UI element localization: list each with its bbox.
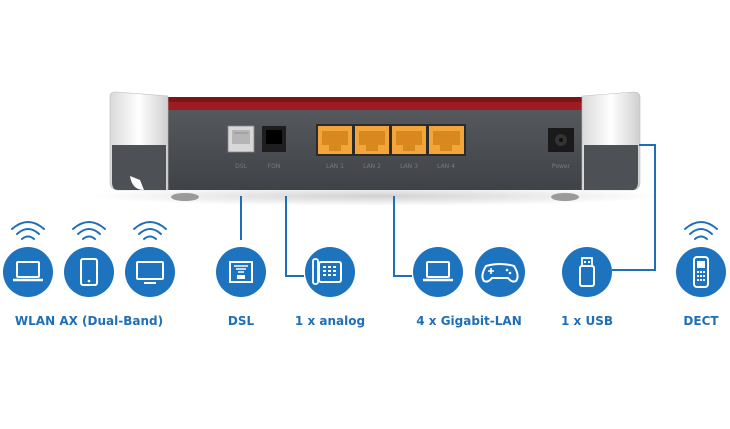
analog-line — [285, 196, 304, 277]
lan-port-4 — [429, 126, 464, 154]
laptop-icon — [3, 247, 53, 297]
dsl-port-label: DSL — [235, 163, 247, 170]
lan-port-3 — [392, 126, 426, 154]
router-red-top — [168, 100, 582, 112]
lan-ports: LAN 1 LAN 2 LAN 3 LAN 4 — [316, 124, 466, 170]
cordless-phone-icon — [676, 247, 726, 297]
phone-icon — [305, 247, 355, 297]
wifi-waves-icon — [133, 221, 167, 240]
device-icons — [3, 247, 726, 297]
lan-port-2 — [355, 126, 389, 154]
gamepad-icon — [475, 247, 525, 297]
fon-port: FON — [262, 126, 286, 170]
router-device: DSL FON — [85, 91, 665, 206]
power-port-label: Power — [552, 163, 571, 170]
router-foot — [171, 193, 199, 201]
laptop-icon — [413, 247, 463, 297]
fon-port-label: FON — [268, 163, 281, 170]
wifi-waves-icon — [72, 221, 106, 240]
usb-stick-icon — [562, 247, 612, 297]
lan2-port-label: LAN 2 — [363, 163, 381, 170]
lan-caption: 4 x Gigabit-LAN — [416, 314, 522, 328]
connection-lines — [240, 144, 656, 277]
power-port: Power — [548, 128, 574, 170]
dsl-port-icon — [216, 247, 266, 297]
analog-caption: 1 x analog — [294, 314, 366, 328]
wifi-waves-icon — [11, 221, 45, 240]
usb-line — [612, 144, 656, 271]
lan3-port-label: LAN 3 — [400, 163, 418, 170]
smartphone-icon — [64, 247, 114, 297]
router-shadow — [85, 186, 665, 206]
wireless-waves — [11, 221, 718, 240]
dsl-caption: DSL — [227, 314, 255, 328]
dect-waves-icon — [684, 221, 718, 240]
tv-icon — [125, 247, 175, 297]
lan1-port-label: LAN 1 — [326, 163, 344, 170]
router-foot — [551, 193, 579, 201]
lan4-port-label: LAN 4 — [437, 163, 455, 170]
lan-port-1 — [318, 126, 352, 154]
dect-caption: DECT — [683, 314, 719, 328]
wlan-caption: WLAN AX (Dual-Band) — [14, 314, 164, 328]
dsl-port: DSL — [227, 125, 255, 170]
lan-line — [393, 196, 412, 277]
usb-caption: 1 x USB — [561, 314, 613, 328]
